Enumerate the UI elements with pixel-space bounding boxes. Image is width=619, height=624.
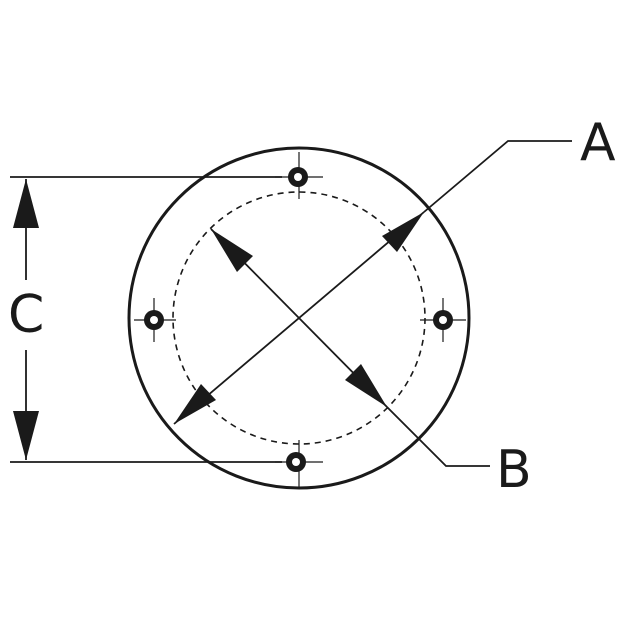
screw-hole-right [420, 298, 466, 342]
screw-hole-left [134, 298, 176, 342]
outer-circle [127, 146, 471, 490]
dimension-c-arrow [10, 176, 282, 463]
dimension-a-arrow [173, 140, 572, 425]
screw-hole-top [275, 152, 323, 199]
label-a: A [580, 113, 616, 173]
screw-hole-bottom [275, 440, 323, 487]
label-b: B [496, 440, 532, 500]
bolt-circle-dashed [172, 191, 426, 445]
dimension-b-arrow [210, 228, 490, 467]
label-c: C [8, 285, 44, 345]
